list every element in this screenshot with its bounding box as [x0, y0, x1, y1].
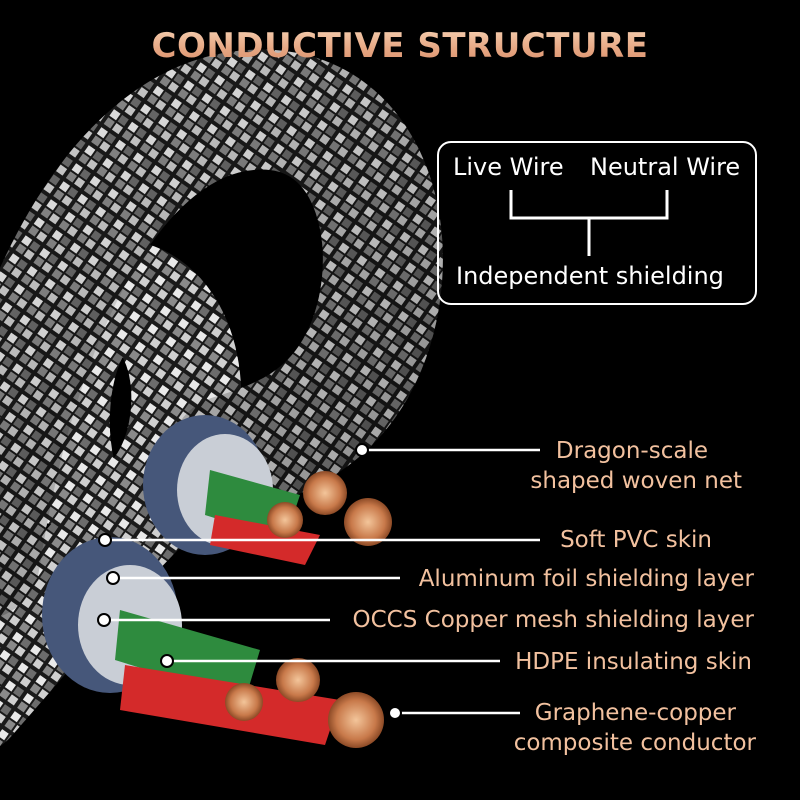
callout-graphene-2: composite conductor	[514, 728, 756, 758]
callout-graphene: Graphene-copper	[535, 698, 736, 728]
page-title: CONDUCTIVE STRUCTURE	[0, 26, 800, 66]
callout-soft-pvc: Soft PVC skin	[560, 525, 712, 555]
wire-structure-box	[437, 141, 757, 305]
lower-cable-end	[42, 537, 384, 748]
independent-shielding-label: Independent shielding	[456, 262, 724, 290]
callout-aluminum-foil-label: Aluminum foil shielding layer	[418, 566, 754, 592]
callout-soft-pvc-label: Soft PVC skin	[560, 527, 712, 553]
callout-dragon-scale-line1: Dragon-scale	[555, 438, 708, 464]
callout-graphene-line1: Graphene-copper	[534, 700, 736, 726]
upper-cable-end	[143, 415, 392, 565]
neutral-wire-label: Neutral Wire	[590, 153, 741, 181]
callout-hdpe: HDPE insulating skin	[515, 647, 752, 677]
callout-dots	[97, 443, 402, 720]
callout-occs-copper: OCCS Copper mesh shielding layer	[353, 605, 754, 635]
callout-dragon-scale-line2: shaped woven net	[530, 468, 742, 494]
live-wire-label: Live Wire	[453, 153, 564, 181]
legend-connector	[509, 190, 669, 256]
callout-occs-copper-label: OCCS Copper mesh shielding layer	[352, 607, 754, 633]
callout-hdpe-label: HDPE insulating skin	[515, 649, 752, 675]
callout-graphene-line2: composite conductor	[513, 730, 756, 756]
callout-dragon-scale-2: shaped woven net	[530, 466, 742, 496]
callout-aluminum-foil: Aluminum foil shielding layer	[419, 564, 754, 594]
callout-lines	[104, 448, 540, 715]
callout-dragon-scale: Dragon-scale	[556, 436, 708, 466]
